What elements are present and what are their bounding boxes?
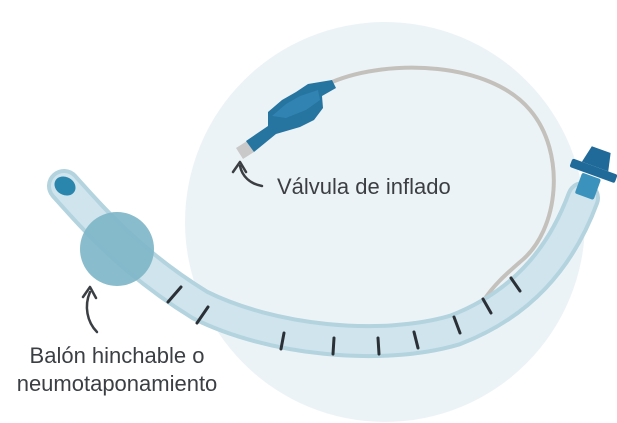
cuff-balloon [80, 212, 154, 286]
cuff-label-line2: neumotaponamiento [17, 371, 218, 396]
arrow-head-icon [81, 285, 98, 300]
connector-neck [575, 173, 601, 200]
background-disc [185, 22, 585, 422]
tube-connector [570, 146, 617, 200]
depth-mark [166, 285, 183, 304]
valve-highlight [272, 90, 320, 118]
depth-mark [452, 315, 462, 335]
arrow-head-icon [231, 160, 248, 174]
depth-marks [166, 276, 522, 356]
depth-mark [331, 336, 336, 356]
curved-arrow-icon [238, 164, 264, 188]
depth-mark [509, 276, 522, 293]
connector-flange [570, 158, 617, 183]
curved-arrow-icon [85, 290, 99, 334]
depth-mark [412, 330, 420, 350]
depth-mark [481, 297, 493, 315]
pilot-line [330, 65, 556, 302]
cuff-label-line1: Balón hinchable o [30, 343, 205, 368]
tip-hole [54, 176, 76, 196]
valve-label: Válvula de inflado [277, 174, 451, 199]
depth-mark [376, 336, 381, 356]
inflation-valve [236, 80, 336, 159]
depth-mark [279, 331, 286, 351]
depth-mark [195, 305, 210, 325]
connector-cap [581, 146, 611, 172]
